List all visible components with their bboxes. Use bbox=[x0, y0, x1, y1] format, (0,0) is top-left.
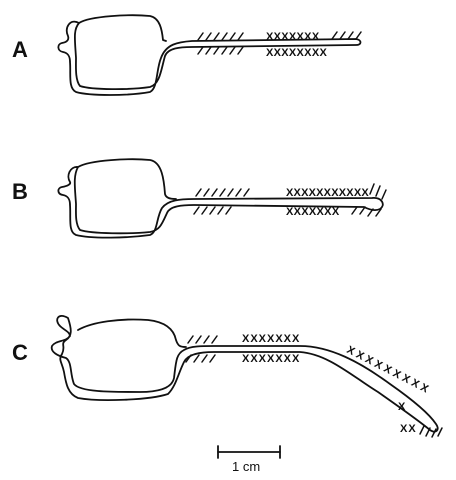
specimen-a-body bbox=[79, 15, 166, 41]
specimen-c-hatch-top bbox=[188, 336, 217, 343]
specimen-b-crosses-top: XXXXXXXXXXX bbox=[286, 187, 369, 199]
specimen-a-crosses-top: XXXXXXX bbox=[266, 31, 320, 43]
specimen-c-crosses-diagonal-bottom-2: XX bbox=[400, 423, 417, 435]
panel-label-c: C bbox=[12, 342, 28, 364]
specimen-c-crosses-diagonal-top: XXXXXXXXX bbox=[345, 344, 433, 397]
panel-label-b: B bbox=[12, 181, 28, 203]
specimen-a-hatch-bottom bbox=[198, 47, 243, 54]
scale-bar bbox=[218, 446, 280, 458]
specimen-b-crosses-bottom: XXXXXXX bbox=[286, 206, 340, 218]
specimen-c-crosses-top: XXXXXXX bbox=[242, 333, 300, 345]
specimen-c-body bbox=[78, 319, 186, 347]
scale-bar-label: 1 cm bbox=[232, 460, 260, 473]
specimen-c-crosses-bottom: XXXXXXX bbox=[242, 353, 300, 365]
specimen-c-crosses-diagonal-bottom: X bbox=[398, 401, 406, 413]
specimen-a-crosses-bottom: XXXXXXXX bbox=[266, 47, 327, 59]
specimen-b-body bbox=[78, 159, 176, 199]
specimen-b-outline bbox=[58, 167, 382, 238]
panel-label-a: A bbox=[12, 39, 28, 61]
